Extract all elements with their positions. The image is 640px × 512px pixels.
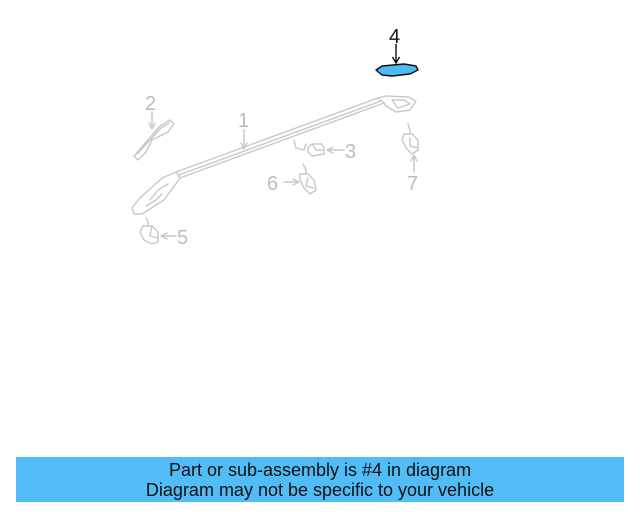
callout-7: 7 [407,173,418,195]
part-3-clip [307,143,325,157]
callout-3: 3 [345,141,356,163]
banner-line-1: Part or sub-assembly is #4 in diagram [168,459,472,480]
callout-1: 1 [238,110,249,132]
part-4-highlighted-cover [375,44,419,77]
callout-2: 2 [145,93,156,115]
part-6-bracket [299,163,317,195]
callout-labels: 2 1 3 5 6 7 [145,93,418,249]
info-banner: Part or sub-assembly is #4 in diagram Di… [16,457,624,502]
callout-5: 5 [177,227,188,249]
part-1-roof-rail [131,95,417,215]
leader-lines [148,111,418,240]
callout-4: 4 [389,26,400,48]
part-2-front-cover [133,119,175,161]
part-5-bracket [139,217,159,245]
callout-6: 6 [267,173,278,195]
part-7-bracket [401,123,419,155]
banner-line-2: Diagram may not be specific to your vehi… [145,479,495,500]
